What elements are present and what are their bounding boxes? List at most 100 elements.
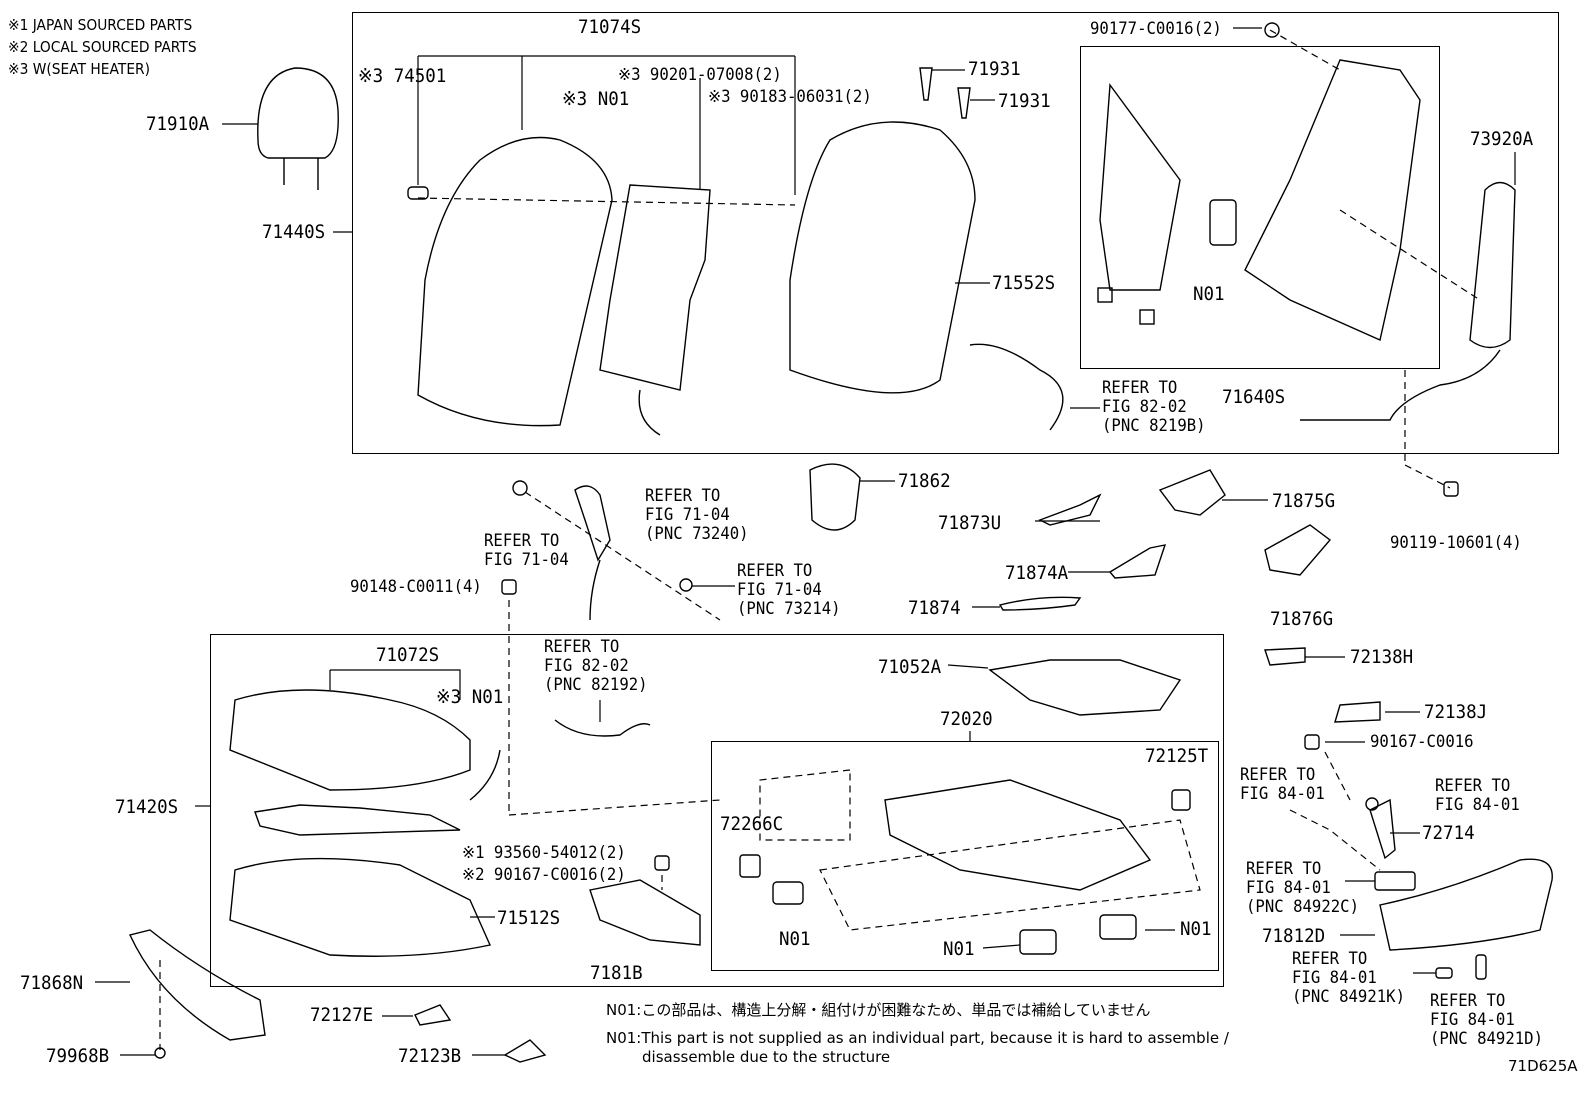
ref-71-04-line2[interactable]: FIG 71-04	[484, 550, 569, 570]
heater-mat-shape	[599, 184, 711, 391]
cushion-cover-shape	[229, 689, 471, 791]
ref-71-04-line1[interactable]: REFER TO	[484, 531, 560, 551]
cover-71862-shape	[809, 463, 861, 531]
ref-71-04-73214-line3[interactable]: (PNC 73214)	[737, 599, 841, 619]
cover-72138H-shape	[1264, 647, 1306, 666]
label-71072S[interactable]: 71072S	[376, 644, 440, 666]
ref-71-04-73240-line2[interactable]: FIG 71-04	[645, 505, 730, 525]
cover-72138J-shape	[1334, 701, 1381, 723]
trim-71875G-shape	[1158, 469, 1226, 516]
note-n01-japanese: N01:この部品は、構造上分解・組付けが困難なため、単品では補給していません	[606, 1001, 1151, 1019]
clip-72127E-shape	[414, 1004, 452, 1026]
note-n01-english-line2: disassemble due to the structure	[642, 1048, 891, 1066]
label-71512S[interactable]: 71512S	[497, 907, 561, 929]
label-71420S[interactable]: 71420S	[115, 796, 179, 818]
ref-84-01-84921K-line2[interactable]: FIG 84-01	[1292, 968, 1377, 988]
adjuster-frame-shape	[884, 779, 1152, 891]
ref-84-01-b-line2[interactable]: FIG 84-01	[1435, 795, 1520, 815]
label-N01-frame[interactable]: N01	[1193, 283, 1225, 305]
label-90119[interactable]: 90119-10601(4)	[1390, 533, 1522, 553]
legend-seat-heater: ※3 W(SEAT HEATER)	[8, 60, 151, 78]
label-N01-adjuster-right[interactable]: N01	[1180, 918, 1212, 940]
adjuster-motor-c	[1099, 914, 1137, 940]
ref-84-01-a-line1[interactable]: REFER TO	[1240, 765, 1316, 785]
ref-82-02-8219B-line3[interactable]: (PNC 8219B)	[1102, 416, 1206, 436]
label-71931-b[interactable]: 71931	[998, 90, 1051, 112]
ref-84-01-84921K-line3[interactable]: (PNC 84921K)	[1292, 987, 1406, 1007]
ref-84-01-84921D-line1[interactable]: REFER TO	[1430, 991, 1506, 1011]
label-90167-C0016[interactable]: 90167-C0016	[1370, 732, 1474, 752]
cushion-pad-shape	[229, 857, 491, 957]
label-71052A[interactable]: 71052A	[878, 656, 942, 678]
clip-72123B-shape	[503, 1039, 547, 1063]
seatback-group-box	[352, 12, 1559, 454]
label-90183[interactable]: ※3 90183-06031(2)	[708, 87, 872, 107]
label-90201[interactable]: ※3 90201-07008(2)	[618, 65, 782, 85]
label-N01-adjuster-bottom[interactable]: N01	[943, 938, 975, 960]
ref-71-04-73240-line1[interactable]: REFER TO	[645, 486, 721, 506]
label-72125T[interactable]: 72125T	[1145, 745, 1209, 767]
front-trim-71868N-shape	[129, 929, 266, 1041]
ref-82-02-82192-line3[interactable]: (PNC 82192)	[544, 675, 648, 695]
legend-local-sourced: ※2 LOCAL SOURCED PARTS	[8, 38, 197, 56]
ref-84-01-84922C-line2[interactable]: FIG 84-01	[1246, 878, 1331, 898]
label-74501[interactable]: ※3 74501	[358, 65, 447, 87]
ref-84-01-84921K-line1[interactable]: REFER TO	[1292, 949, 1368, 969]
label-71868N[interactable]: 71868N	[20, 972, 84, 994]
label-71812D[interactable]: 71812D	[1262, 925, 1326, 947]
ref-84-01-84921D-line3[interactable]: (PNC 84921D)	[1430, 1029, 1544, 1049]
ref-71-04-73214-line1[interactable]: REFER TO	[737, 561, 813, 581]
label-73920A[interactable]: 73920A	[1470, 128, 1534, 150]
side-cover-71812D-shape	[1379, 858, 1553, 951]
label-71910A[interactable]: 71910A	[146, 113, 210, 135]
headrest-shape	[257, 67, 339, 159]
ref-82-02-8219B-line1[interactable]: REFER TO	[1102, 378, 1178, 398]
pin-71931-b	[957, 87, 971, 119]
label-N01-adjuster-left[interactable]: N01	[779, 928, 811, 950]
ref-84-01-b-line1[interactable]: REFER TO	[1435, 776, 1511, 796]
ref-84-01-84922C-line1[interactable]: REFER TO	[1246, 859, 1322, 879]
ref-84-01-84922C-line3[interactable]: (PNC 84922C)	[1246, 897, 1360, 917]
label-71875G[interactable]: 71875G	[1272, 490, 1336, 512]
label-71440S[interactable]: 71440S	[262, 221, 326, 243]
adjuster-subgroup-box	[711, 741, 1219, 971]
note-n01-english-line1: N01:This part is not supplied as an indi…	[606, 1029, 1229, 1047]
label-72123B[interactable]: 72123B	[398, 1045, 462, 1067]
label-72714[interactable]: 72714	[1422, 822, 1475, 844]
label-N01-cushion-heater[interactable]: ※3 N01	[436, 686, 504, 708]
figure-code: 71D625A	[1508, 1057, 1578, 1075]
label-90167-C0016-2[interactable]: ※2 90167-C0016(2)	[462, 865, 626, 885]
label-79968B[interactable]: 79968B	[46, 1045, 110, 1067]
label-7181B[interactable]: 7181B	[590, 962, 643, 984]
label-71873U[interactable]: 71873U	[938, 512, 1002, 534]
frame-subgroup-box	[1080, 46, 1440, 369]
label-71876G[interactable]: 71876G	[1270, 608, 1334, 630]
label-93560[interactable]: ※1 93560-54012(2)	[462, 843, 626, 863]
ref-71-04-73240-line3[interactable]: (PNC 73240)	[645, 524, 749, 544]
label-71862[interactable]: 71862	[898, 470, 951, 492]
label-71074S[interactable]: 71074S	[578, 16, 642, 38]
ref-71-04-73214-line2[interactable]: FIG 71-04	[737, 580, 822, 600]
legend-japan-sourced: ※1 JAPAN SOURCED PARTS	[8, 16, 193, 34]
trim-71874A-shape	[1108, 544, 1167, 579]
label-72020[interactable]: 72020	[940, 708, 993, 730]
ref-84-01-84921D-line2[interactable]: FIG 84-01	[1430, 1010, 1515, 1030]
ref-82-02-82192-line2[interactable]: FIG 82-02	[544, 656, 629, 676]
pin-71931-a	[919, 67, 933, 101]
label-71874A[interactable]: 71874A	[1005, 562, 1069, 584]
label-71931-a[interactable]: 71931	[968, 58, 1021, 80]
label-90148[interactable]: 90148-C0011(4)	[350, 577, 482, 597]
ref-82-02-8219B-line2[interactable]: FIG 82-02	[1102, 397, 1187, 417]
label-72266C[interactable]: 72266C	[720, 813, 784, 835]
label-72138H[interactable]: 72138H	[1350, 646, 1414, 668]
ref-82-02-82192-line1[interactable]: REFER TO	[544, 637, 620, 657]
label-90177[interactable]: 90177-C0016(2)	[1090, 19, 1222, 39]
label-71640S[interactable]: 71640S	[1222, 386, 1286, 408]
label-72127E[interactable]: 72127E	[310, 1004, 374, 1026]
label-71874[interactable]: 71874	[908, 597, 961, 619]
label-72138J[interactable]: 72138J	[1424, 701, 1488, 723]
label-71552S[interactable]: 71552S	[992, 272, 1056, 294]
ref-84-01-a-line2[interactable]: FIG 84-01	[1240, 784, 1325, 804]
label-N01-heater[interactable]: ※3 N01	[562, 88, 630, 110]
